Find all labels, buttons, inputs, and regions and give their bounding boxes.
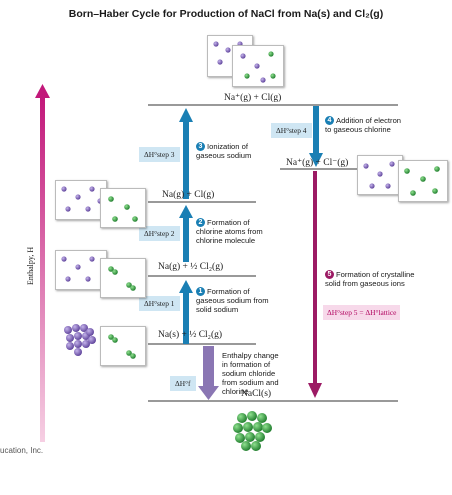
step4-number: 4 bbox=[325, 116, 334, 125]
step2-text: Formation of chlorine atoms from chlorin… bbox=[196, 218, 263, 245]
level-label-elements: Na(s) + ½ Cl₂(g) bbox=[158, 330, 223, 340]
step1-text: Formation of gaseous sodium from solid s… bbox=[196, 287, 269, 314]
step5-dh-box: ΔH°step 5 = ΔH°lattice bbox=[323, 305, 401, 320]
step2-arrow bbox=[183, 217, 189, 262]
sodium-solid-cube bbox=[64, 324, 96, 356]
chlorine-molecule-photo bbox=[100, 326, 146, 366]
step3-number: 3 bbox=[196, 142, 205, 151]
publisher-credit: ucation, Inc. bbox=[0, 446, 44, 455]
level-label-na-cl-atoms: Na(g) + Cl(g) bbox=[162, 190, 215, 200]
step1-arrow bbox=[183, 292, 189, 344]
na-cl-atoms-photo-front bbox=[100, 188, 146, 228]
diagram-title: Born–Haber Cycle for Production of NaCl … bbox=[68, 8, 384, 20]
step3-arrowhead bbox=[179, 108, 193, 122]
step5-arrowhead bbox=[308, 383, 322, 398]
step3-text: Ionization of gaseous sodium bbox=[196, 142, 252, 160]
enthalpy-axis-arrowhead bbox=[35, 84, 50, 98]
formation-arrowhead bbox=[198, 386, 219, 400]
ions-photo-front bbox=[398, 160, 448, 202]
enthalpy-axis bbox=[40, 96, 45, 442]
step4-arrow bbox=[313, 106, 319, 154]
step1-arrowhead bbox=[179, 280, 193, 293]
nacl-crystal-ball bbox=[233, 411, 272, 451]
step3-dh-box: ΔH°step 3 bbox=[139, 147, 180, 162]
level-label-na-gas: Na(g) + ½ Cl₂(g) bbox=[158, 262, 224, 272]
na-cl-atoms-photo-back bbox=[55, 180, 107, 220]
step1-dh-box: ΔH°step 1 bbox=[139, 296, 180, 311]
enthalpy-axis-label: Enthalpy, H bbox=[26, 246, 35, 285]
ions-photo-back bbox=[357, 155, 403, 195]
step4-text: Addition of electron to gaseous chlorine bbox=[325, 116, 402, 134]
level-label-top: Na⁺(g) + Cl(g) bbox=[224, 93, 282, 103]
formation-arrow bbox=[203, 346, 214, 388]
level-label-ions: Na⁺(g) + Cl⁻(g) bbox=[286, 158, 349, 168]
formation-dh-box: ΔH°f bbox=[170, 376, 196, 391]
step2-number: 2 bbox=[196, 218, 205, 227]
step4-dh-box: ΔH°step 4 bbox=[271, 123, 312, 138]
step2-dh-box: ΔH°step 2 bbox=[139, 226, 180, 241]
step4-arrowhead bbox=[309, 153, 323, 167]
top-ions-photo-front bbox=[232, 45, 284, 87]
step5-number: 5 bbox=[325, 270, 334, 279]
step3-arrow bbox=[183, 121, 189, 199]
formation-description: Enthalpy change in formation of sodium c… bbox=[222, 351, 279, 396]
step5-arrow bbox=[313, 171, 317, 385]
level-label-product: NaCl(s) bbox=[241, 389, 272, 399]
na-gas-photo-back bbox=[55, 250, 107, 290]
step5-text: Formation of crystalline solid from gase… bbox=[325, 270, 415, 288]
na-gas-photo-front bbox=[100, 258, 146, 298]
step2-arrowhead bbox=[179, 205, 193, 218]
step1-number: 1 bbox=[196, 287, 205, 296]
